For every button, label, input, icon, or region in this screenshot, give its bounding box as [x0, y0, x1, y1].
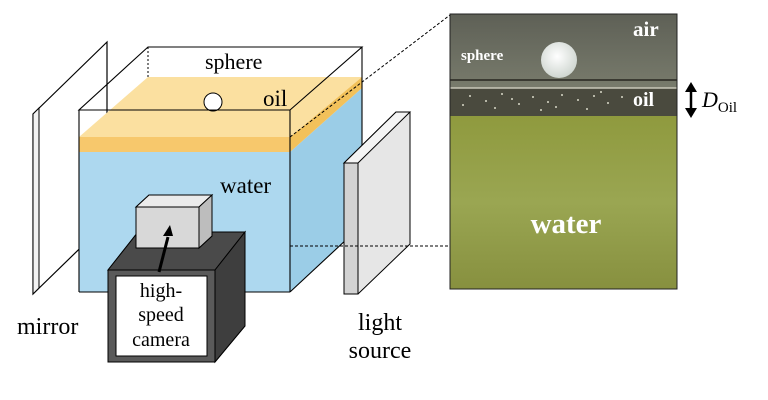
photo-label-sphere: sphere: [461, 48, 504, 64]
camera-lens: [134, 193, 214, 250]
photo-panel: [449, 13, 678, 290]
thickness-label: DOil: [701, 87, 737, 116]
label-camera-line1: high-: [140, 280, 182, 302]
label-water: water: [220, 173, 271, 198]
double-headed-vertical-arrow-icon: [685, 82, 697, 118]
oil-particles: [462, 91, 623, 111]
projection-lines: [289, 14, 451, 247]
label-light-line1: light: [358, 310, 402, 336]
label-camera-line2: speed: [138, 304, 184, 326]
label-camera-line3: camera: [132, 329, 190, 351]
thickness-subscript: Oil: [718, 100, 737, 116]
label-oil: oil: [263, 86, 287, 111]
sphere-in-photo: [541, 42, 577, 78]
sphere-in-tank: [203, 92, 223, 112]
thickness-symbol: D: [701, 87, 718, 112]
photo-label-oil: oil: [633, 89, 655, 111]
high-speed-camera: [106, 230, 247, 364]
label-light-line2: source: [349, 338, 412, 364]
photo-label-air: air: [633, 17, 659, 41]
oil-front-face: [79, 137, 290, 152]
label-sphere: sphere: [205, 49, 262, 74]
photo-label-water: water: [531, 208, 602, 240]
label-mirror: mirror: [17, 314, 78, 340]
arrow-icon: [157, 225, 173, 273]
camera-label-box: [115, 275, 208, 357]
light-source-panel: [342, 111, 412, 295]
